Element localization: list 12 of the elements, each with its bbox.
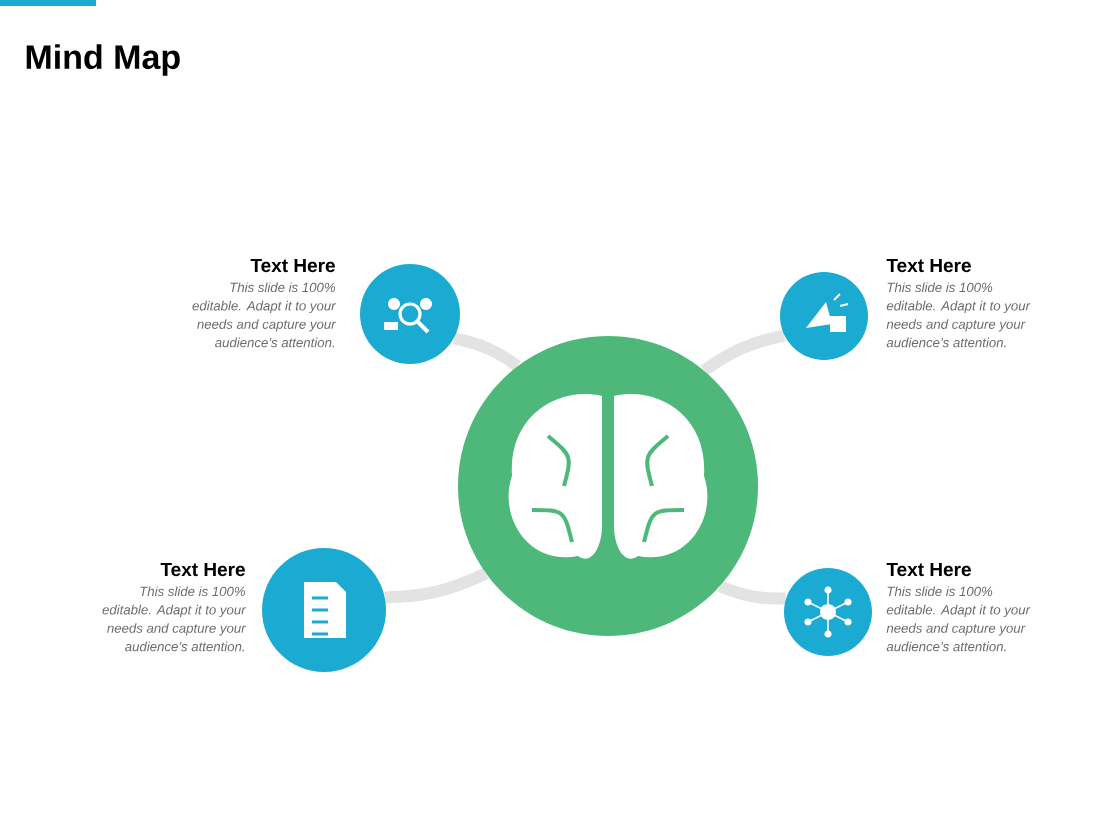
connector [700,329,786,376]
title: Mind Map [26,44,180,76]
heading: Text Here [250,258,335,273]
heading: Text Here [886,258,971,273]
icon-circle [360,264,460,364]
connector [717,580,786,605]
icon-circle [780,272,868,360]
connector [384,568,489,604]
icon-circle [784,568,872,656]
heading: Text Here [160,562,245,577]
connector [452,332,521,371]
heading: Text Here [886,562,971,577]
